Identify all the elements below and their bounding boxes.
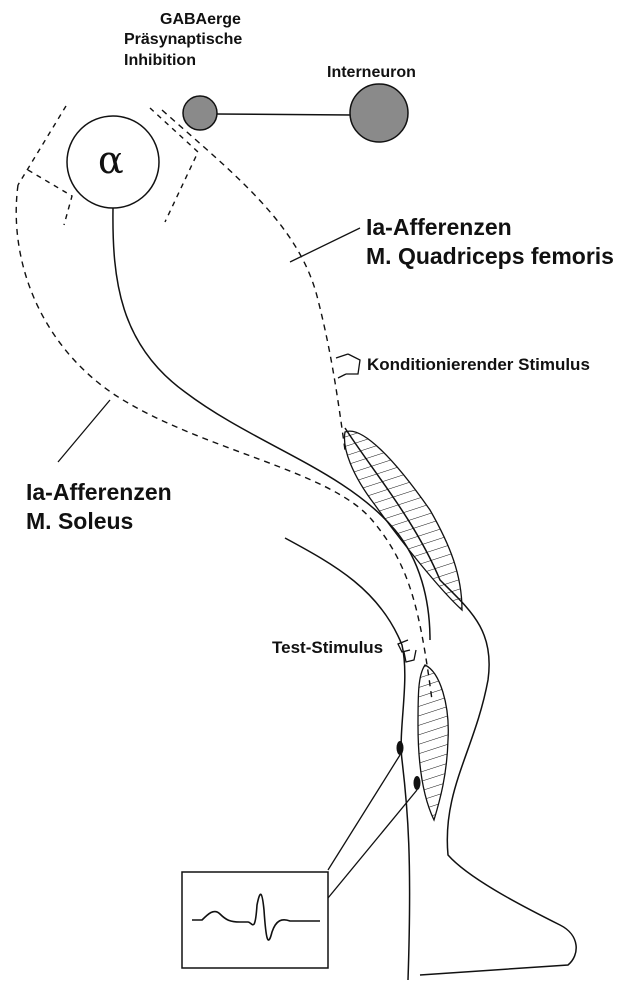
quadriceps-muscle xyxy=(344,431,462,610)
gaba-label-line2: Präsynaptische xyxy=(124,30,242,49)
soleus-label-line2: M. Soleus xyxy=(26,507,133,536)
test-stimulus-label: Test-Stimulus xyxy=(272,638,383,658)
recording-wire-upper xyxy=(328,755,400,870)
conditioning-stimulus-label: Konditionierender Stimulus xyxy=(367,355,590,375)
soleus-label-leader xyxy=(58,400,110,462)
soleus-muscle xyxy=(418,665,448,820)
spinal-cord-outline-inner-left xyxy=(28,170,72,225)
recording-electrode-upper xyxy=(397,741,404,755)
recording-electrode-lower xyxy=(414,776,421,790)
gaba-label-line1: GABAerge xyxy=(160,10,241,29)
recording-wire-lower xyxy=(328,790,417,898)
motor-axon xyxy=(113,208,430,640)
interneuron-circle xyxy=(350,84,408,142)
quadriceps-afferent-path xyxy=(162,110,345,450)
test-stimulus-electrode xyxy=(398,640,416,662)
quadriceps-label-line1: Ia-Afferenzen xyxy=(366,213,512,242)
interneuron-connection-line xyxy=(216,114,352,115)
quadriceps-label-leader xyxy=(290,228,360,262)
presynaptic-neuron xyxy=(183,96,217,130)
conditioning-stimulus-electrode xyxy=(336,354,360,378)
interneuron-label: Interneuron xyxy=(327,63,416,82)
soleus-label-line1: Ia-Afferenzen xyxy=(26,478,172,507)
spinal-cord-outline xyxy=(18,106,66,185)
gaba-label-line3: Inhibition xyxy=(124,51,196,70)
alpha-symbol: α xyxy=(98,138,124,182)
quadriceps-label-line2: M. Quadriceps femoris xyxy=(366,242,614,271)
